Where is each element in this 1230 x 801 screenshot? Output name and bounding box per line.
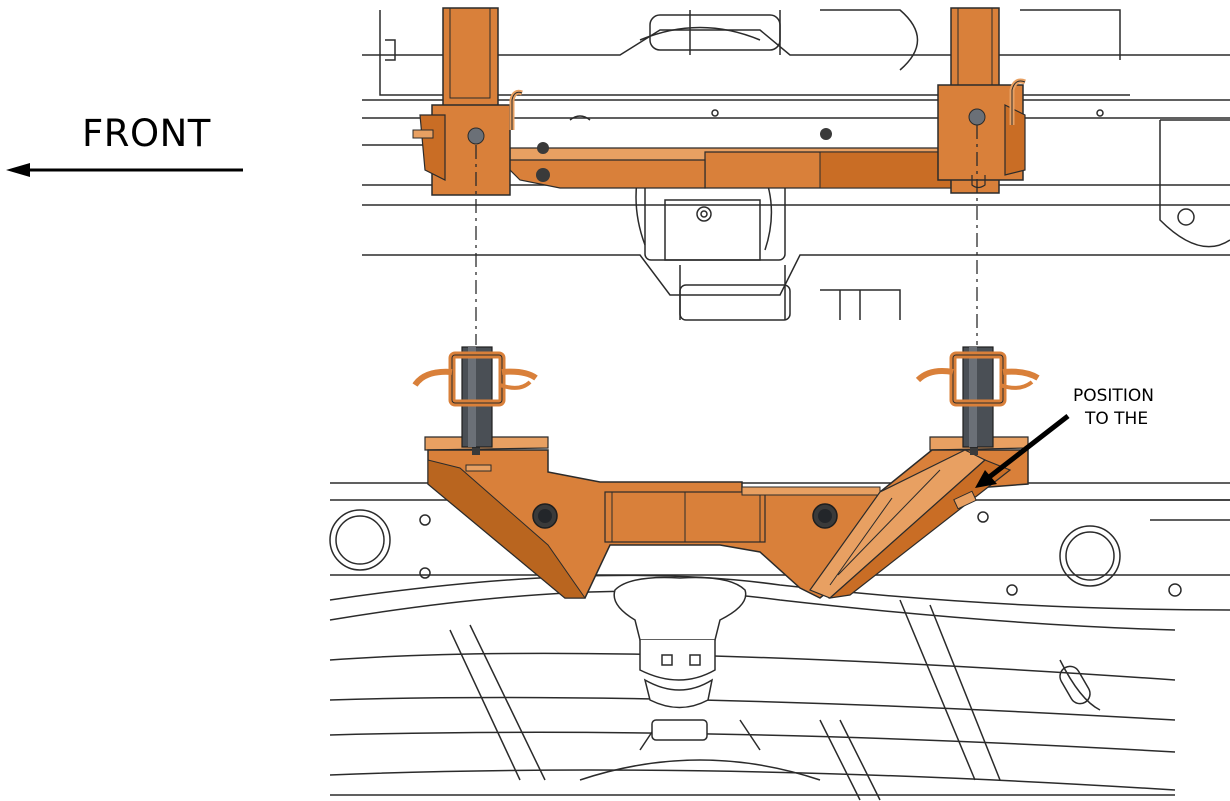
callout-text-line1: POSITION — [1073, 386, 1154, 406]
top-right-upright — [937, 7, 1026, 194]
callout-leader-arrow-icon — [975, 414, 1070, 488]
alignment-lines — [475, 125, 978, 345]
top-crossbar — [498, 128, 961, 189]
right-hitch-pin — [915, 346, 1040, 448]
front-direction-label: FRONT — [82, 112, 211, 155]
bottom-bracket-assembly — [424, 436, 1029, 599]
bottom-frame-view — [329, 346, 1230, 801]
top-left-upright — [412, 7, 523, 196]
top-frame-view — [362, 7, 1230, 321]
front-arrow-icon — [6, 163, 243, 177]
bump-stop — [613, 576, 747, 741]
callout-text-line2: TO THE — [1085, 409, 1149, 429]
left-hitch-pin — [412, 346, 538, 448]
